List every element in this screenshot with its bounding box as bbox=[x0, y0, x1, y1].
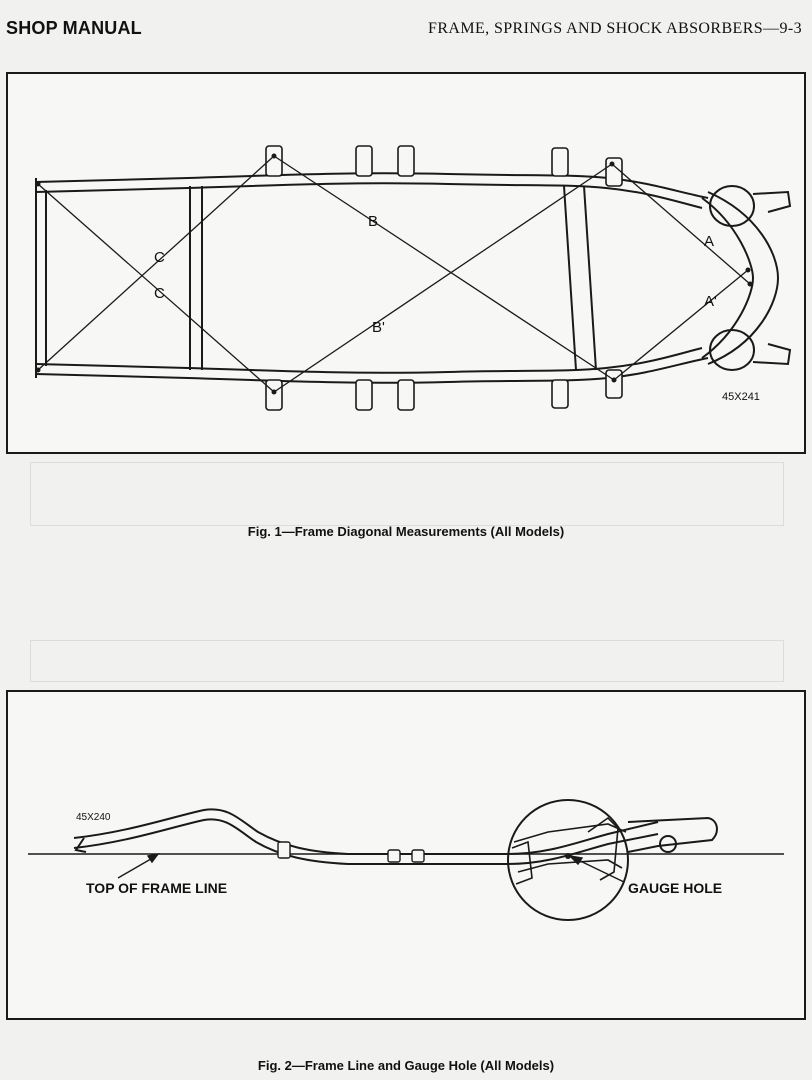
bracket bbox=[387, 849, 401, 863]
center-crossmember bbox=[563, 185, 597, 371]
frame-top-view-diagram: C C B B' A A' 45X241 bbox=[35, 145, 792, 411]
figure-1-caption: Fig. 1—Frame Diagonal Measurements (All … bbox=[247, 524, 565, 539]
label-c-lower: C bbox=[154, 285, 165, 302]
bracket bbox=[605, 157, 623, 187]
diagonal-a bbox=[611, 163, 751, 285]
bracket bbox=[551, 379, 569, 409]
label-c-upper: C bbox=[154, 249, 165, 266]
bracket bbox=[355, 145, 373, 177]
label-a: A bbox=[704, 233, 714, 250]
frame-side-view-diagram: TOP OF FRAME LINE GAUGE HOLE 45X240 bbox=[28, 799, 784, 921]
frame-right-rail bbox=[35, 357, 709, 384]
diagonal-c-upper bbox=[37, 183, 275, 393]
figure-code: 45X241 bbox=[722, 391, 760, 403]
bracket bbox=[277, 841, 291, 859]
diagonal-b bbox=[273, 155, 615, 381]
bracket bbox=[265, 379, 283, 411]
bracket bbox=[397, 379, 415, 411]
front-spring-pocket-upper bbox=[709, 185, 755, 227]
diagonal-c-lower bbox=[37, 155, 275, 371]
diagonal-measurement-lines bbox=[37, 155, 751, 393]
manual-title: SHOP MANUAL bbox=[6, 18, 142, 38]
label-gauge-hole: GAUGE HOLE bbox=[628, 880, 722, 896]
frame-side-rail-top bbox=[73, 808, 659, 855]
label-b-prime: B' bbox=[372, 319, 385, 336]
figure-2-caption: Fig. 2—Frame Line and Gauge Hole (All Mo… bbox=[257, 1058, 555, 1073]
frame-left-rail bbox=[35, 172, 709, 199]
gauge-hole-detail-circle bbox=[507, 799, 629, 921]
gauge-hole bbox=[565, 853, 571, 859]
frame-left-rail-inner bbox=[35, 182, 703, 209]
bleed-through-box bbox=[30, 640, 784, 682]
figure-2-frame-line: TOP OF FRAME LINE GAUGE HOLE 45X240 bbox=[6, 690, 806, 1020]
callout-gauge-hole bbox=[573, 857, 625, 883]
diagonal-a-prime bbox=[613, 269, 749, 381]
bracket bbox=[397, 145, 415, 177]
frame-right-rail-inner bbox=[35, 347, 703, 374]
label-a-prime: A' bbox=[704, 293, 717, 310]
frame-side-rail-bottom bbox=[73, 818, 659, 865]
label-b: B bbox=[368, 213, 378, 230]
bracket bbox=[551, 147, 569, 177]
section-title: FRAME, SPRINGS AND SHOCK ABSORBERS—9-3 bbox=[428, 20, 802, 37]
diagonal-b-prime bbox=[273, 163, 613, 393]
bracket bbox=[411, 849, 425, 863]
figure-code: 45X240 bbox=[76, 812, 111, 823]
page-header: SHOP MANUAL FRAME, SPRINGS AND SHOCK ABS… bbox=[0, 0, 812, 44]
label-top-of-frame-line: TOP OF FRAME LINE bbox=[86, 880, 227, 896]
front-crossmember bbox=[701, 197, 755, 359]
figure-1-frame-diagonals: C C B B' A A' 45X241 bbox=[6, 72, 806, 454]
bleed-through-box bbox=[30, 462, 784, 526]
bracket bbox=[605, 369, 623, 399]
front-horn bbox=[627, 816, 718, 853]
bracket bbox=[355, 379, 373, 411]
front-spring-pocket-lower bbox=[709, 329, 755, 371]
